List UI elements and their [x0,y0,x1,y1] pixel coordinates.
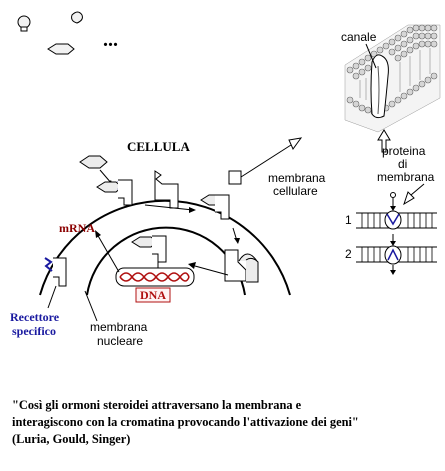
arrow-head [95,230,101,238]
dna-label: DNA [140,288,166,302]
hormone-bulb-icon [17,15,31,32]
membrana-cellulare-label-1: membrana [268,171,326,185]
caption-line-2: interagiscono con la cromatina provocand… [12,415,359,429]
cell-membrane-arc [39,199,291,296]
cellula-label: CELLULA [127,139,190,154]
recettore-label-2: specifico [12,324,56,338]
arrow-head [234,238,240,244]
hormone-hex-icon [47,43,75,55]
arrow-head [188,262,196,269]
quote-caption: "Così gli ormoni steroidei attraversano … [12,397,442,448]
arrow-head [189,207,196,213]
channel-bound-diagram [356,234,437,275]
proteina-label-3: membrana [377,170,435,184]
nuclear-complex [224,249,259,283]
proteina-label-1: proteina [382,144,426,158]
free-receptor-shape [154,170,179,209]
hormone-complex-right [200,194,230,220]
outline-up-arrow [377,129,391,153]
hormone-drop-icon [71,11,83,24]
membrana-nucleare-label-2: nucleare [97,334,143,348]
hormone-receptor-complex [96,179,133,206]
mrna-label: mRNA [59,221,95,235]
membrane-box [228,170,242,185]
membrana-nucleare-label-1: membrana [90,320,148,334]
hormone-outside-icon [79,155,108,169]
nuclear-receptor-complex [131,235,167,263]
outline-pointer-arrow [403,183,425,206]
caption-line-1: "Così gli ormoni steroidei attraversano … [12,398,302,412]
step-1-label: 1 [345,213,352,227]
dna-helix [115,267,195,287]
proteina-label-2: di [398,157,407,171]
caption-line-3: (Luria, Gould, Singer) [12,432,131,446]
dna-label-box [135,287,171,303]
ellipsis-text: ... [103,29,118,51]
channel-closed-diagram [356,192,437,230]
specific-receptor-icon [44,257,67,287]
membrana-cellulare-label-2: cellulare [273,184,318,198]
canale-label: canale [341,30,377,44]
outline-arrow-head [288,137,303,150]
recettore-label-1: Recettore [10,310,60,324]
step-2-label: 2 [345,247,352,261]
